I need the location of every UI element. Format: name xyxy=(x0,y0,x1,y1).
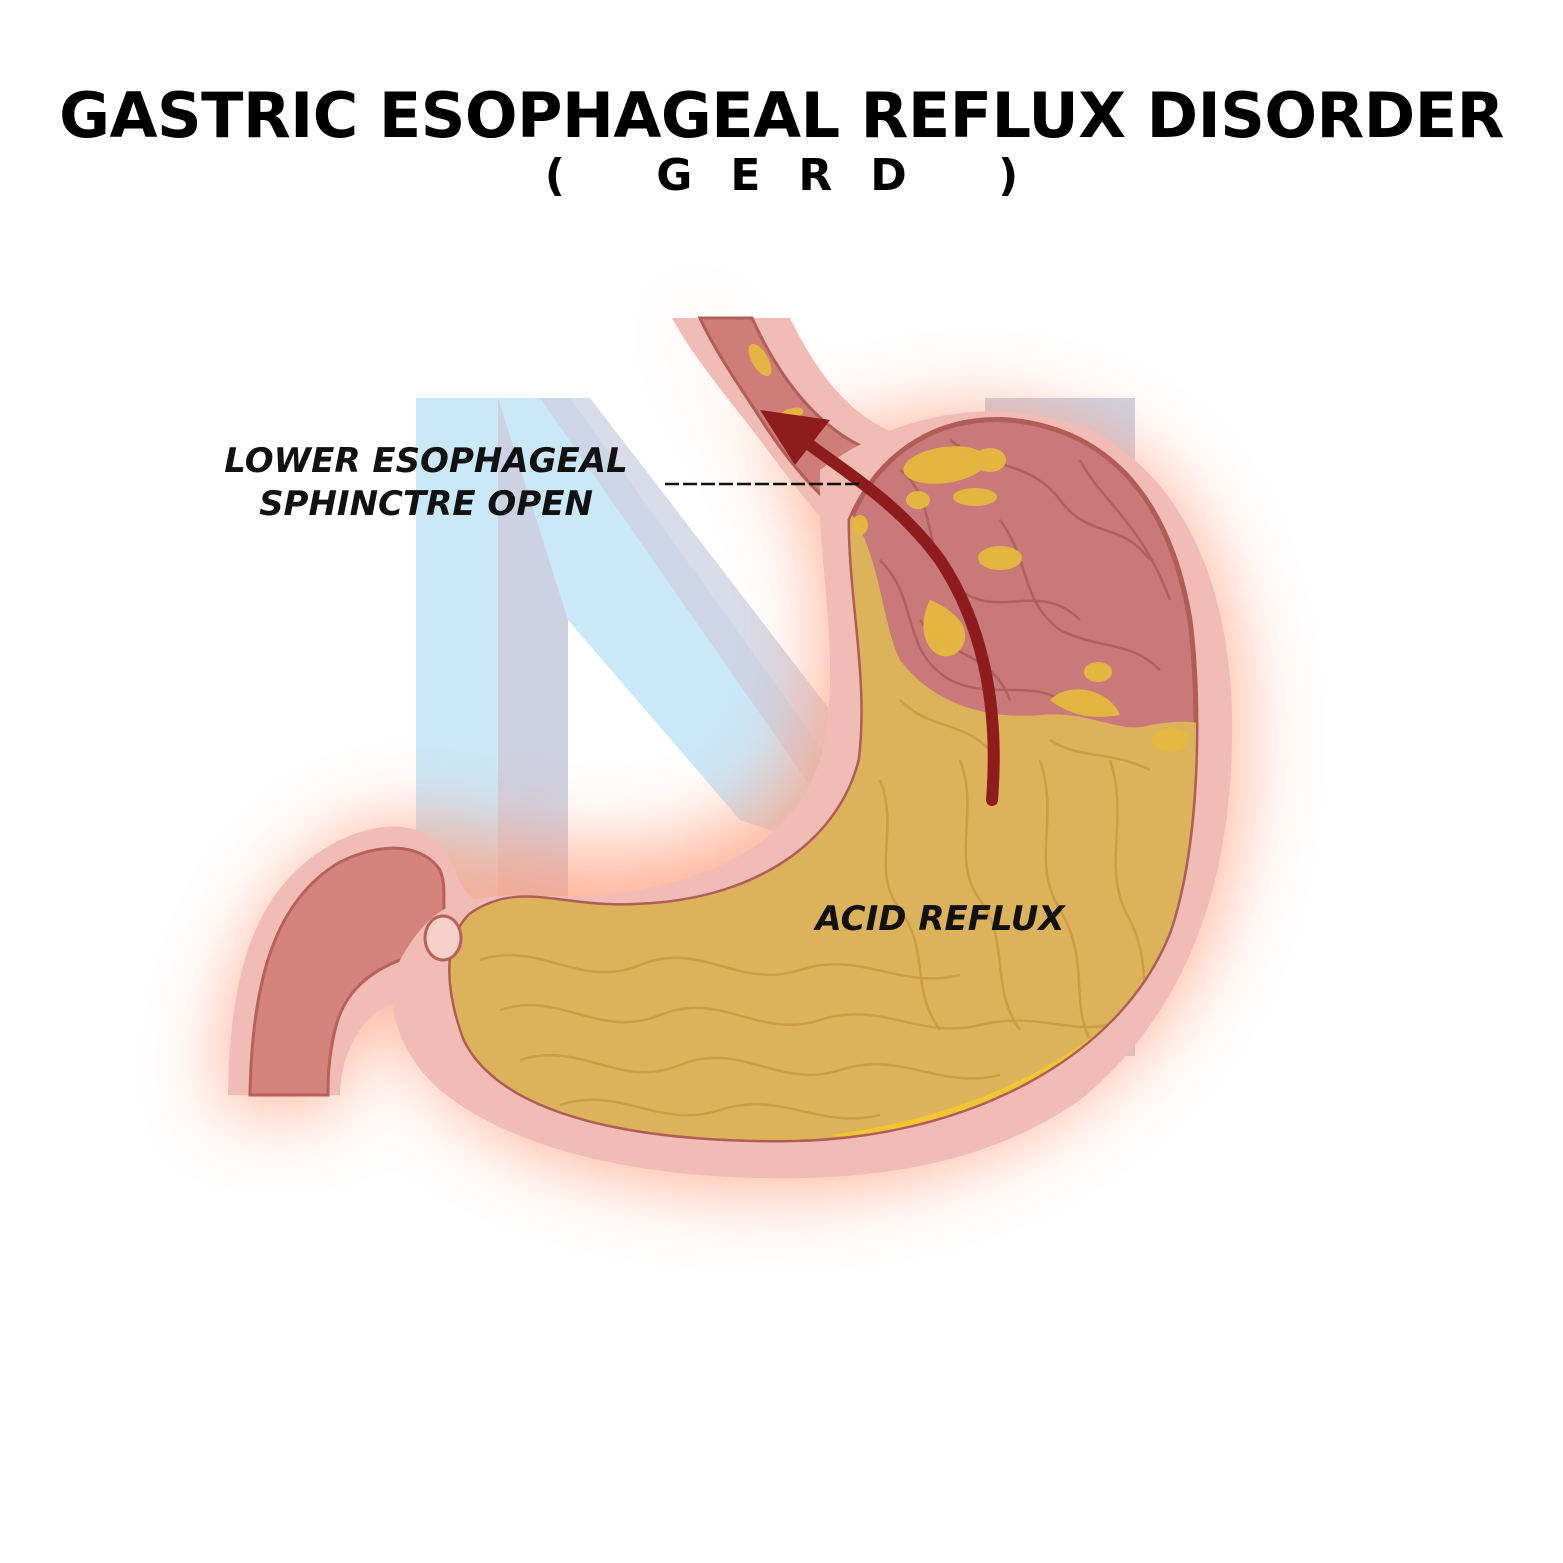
page-subtitle: ( GERD ) xyxy=(544,150,1057,201)
duodenum-inner xyxy=(248,846,449,1097)
pylorus xyxy=(423,914,463,962)
label-acid-reflux: ACID REFLUX xyxy=(815,899,1065,939)
reflux-arrow xyxy=(804,439,1000,806)
label-lower-esophageal-sphincter: LOWER ESOPHAGEAL SPHINCTRE OPEN xyxy=(224,441,628,524)
acid-splashes xyxy=(748,343,1188,752)
reflux-arrow-head xyxy=(760,410,830,465)
page-title: GASTRIC ESOPHAGEAL REFLUX DISORDER xyxy=(59,79,1504,152)
